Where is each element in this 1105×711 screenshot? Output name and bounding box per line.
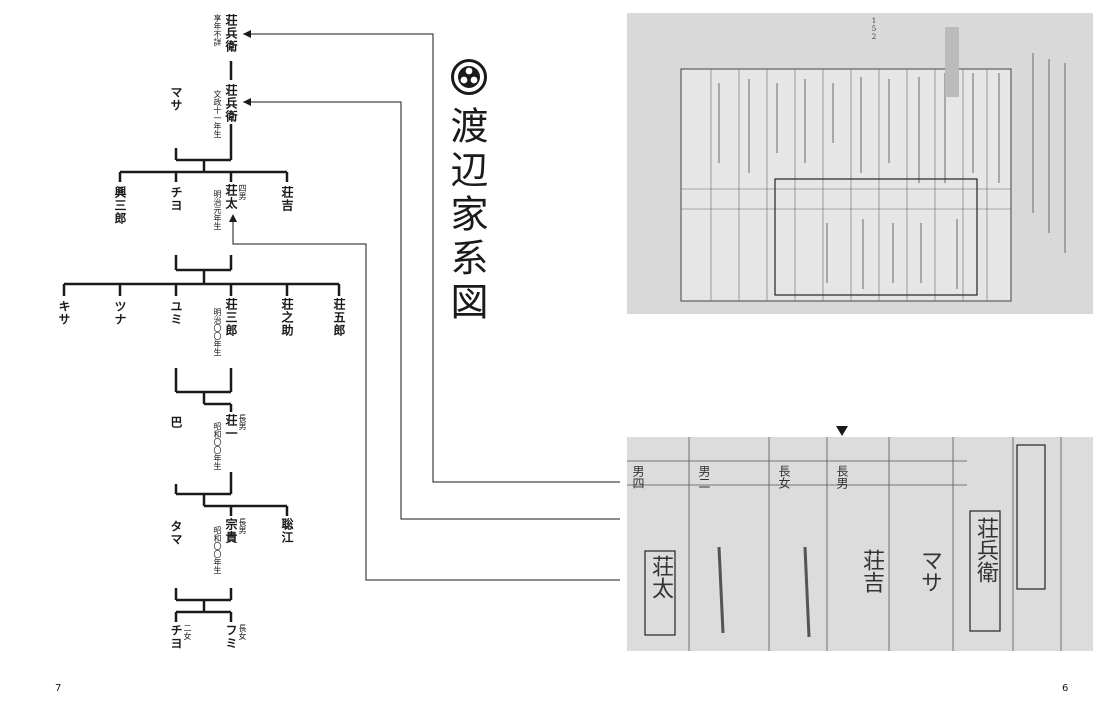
gen1-name: 荘兵衛: [224, 14, 238, 53]
gen7-child-2-relation: 長女: [238, 624, 247, 640]
gen4-main-note: 明治〇〇年生: [213, 308, 222, 356]
gen7-child-1-relation: 二女: [183, 624, 192, 640]
register-name-sota: 荘太: [648, 555, 673, 599]
gen3-child-1: 興三郎: [113, 186, 127, 225]
gen6-child-2: 聡江: [280, 518, 294, 544]
gen4-child-2: ツナ: [113, 300, 127, 326]
gen6-main-note: 昭和〇〇年生: [213, 526, 222, 574]
gen6-main-relation: 長男: [238, 518, 247, 534]
register-header-1: 長男: [835, 465, 849, 489]
gen3-child-2: チヨ: [169, 186, 183, 212]
gen7-child-1: チヨ: [169, 624, 183, 650]
register-photo-zoom: 男四 男二 長女 長男 荘太 荘吉 マサ 荘兵衛: [627, 437, 1093, 651]
gen2-name: 荘兵衛: [224, 84, 238, 123]
gen1-note: 享年不詳: [213, 14, 222, 46]
register-header-2: 長女: [777, 465, 791, 489]
family-crest-icon: [451, 59, 487, 95]
gen2-note: 文政十一年生: [213, 90, 222, 138]
register-page-number: 152: [870, 17, 878, 41]
gen4-child-1: キサ: [57, 300, 71, 326]
register-header-4: 男四: [631, 465, 645, 489]
gen3-main-note: 明治元年生: [213, 190, 222, 230]
gen4-child-3: ユミ: [169, 300, 183, 326]
gen4-child-6: 荘五郎: [332, 298, 346, 337]
arrow-down-icon: [836, 426, 848, 436]
gen7-child-2: フミ: [224, 624, 238, 650]
gen6-main-name: 宗貴: [224, 518, 238, 544]
gen4-child-5: 荘之助: [280, 298, 294, 337]
register-name-sokichi: 荘吉: [859, 549, 884, 593]
register-name-sobee: 荘兵衛: [973, 517, 998, 583]
register-photo-full: 152: [627, 13, 1093, 314]
gen5-wife: 巴: [169, 416, 183, 429]
page-title: 渡辺家系図: [444, 106, 488, 326]
family-tree-lines: [62, 30, 620, 622]
gen4-main-name: 荘三郎: [224, 298, 238, 337]
gen5-main-relation: 長男: [238, 414, 247, 430]
register-name-masa: マサ: [917, 549, 942, 593]
gen2-wife: マサ: [169, 86, 183, 112]
gen5-main-name: 荘一: [224, 414, 238, 440]
gen6-wife: タマ: [169, 520, 183, 546]
page-number-right: 6: [1062, 683, 1069, 694]
gen3-main-relation: 四男: [238, 184, 247, 200]
page-number-left: 7: [55, 683, 62, 694]
register-header-3: 男二: [697, 465, 711, 489]
gen5-main-note: 昭和〇〇年生: [213, 422, 222, 470]
gen3-child-4: 荘吉: [280, 186, 294, 212]
gen3-main-name: 荘太: [224, 184, 238, 210]
